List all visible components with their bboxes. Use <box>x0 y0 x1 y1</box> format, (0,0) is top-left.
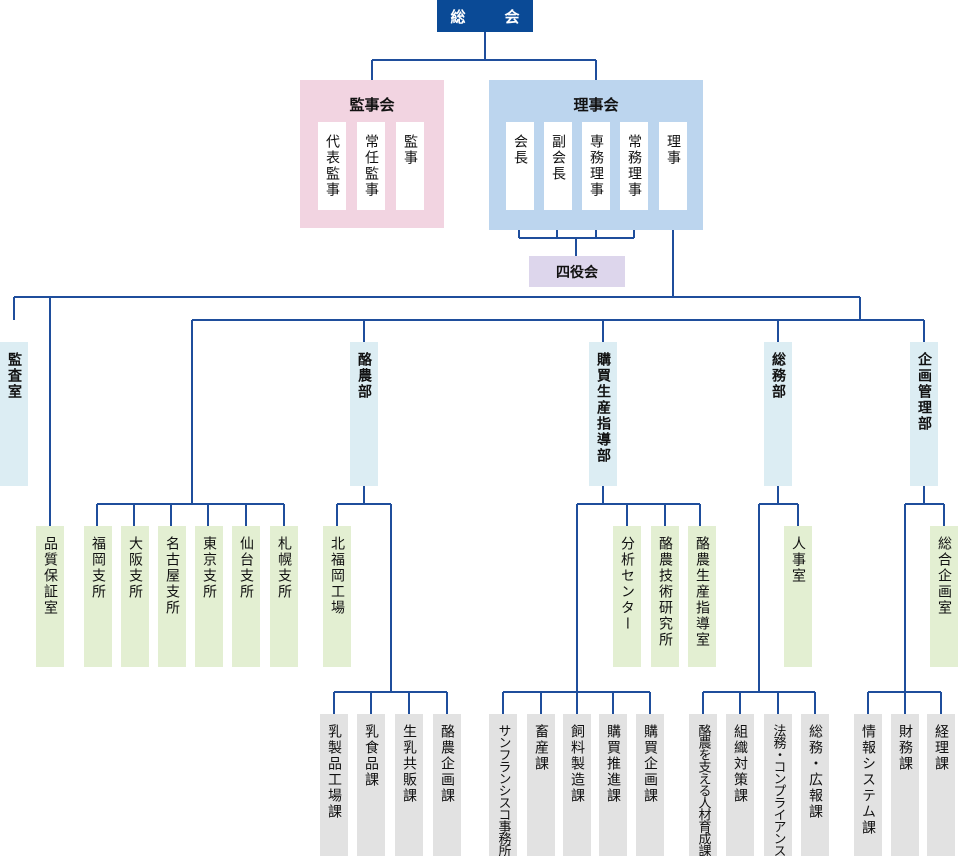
planning-section-label: 経理課 <box>933 724 949 772</box>
general-affairs-section-box: 総務・広報課 <box>801 714 829 856</box>
purchasing-section-label: 購買推進課 <box>605 724 621 804</box>
branch-box: 福岡支所 <box>84 526 112 667</box>
planning-dept-box: 企画管理部 <box>910 342 938 486</box>
purchasing-section-box: 購買推進課 <box>599 714 627 856</box>
audit-member-box: 常任監事 <box>357 122 385 210</box>
board-member-label: 専務理事 <box>588 134 604 198</box>
dairy-dept-label: 酪農部 <box>356 352 372 400</box>
factory-box: 北福岡工場 <box>323 526 351 667</box>
planning-section-box: 財務課 <box>891 714 919 856</box>
dairy-section-label: 乳食品課 <box>363 724 379 788</box>
audit-member-box: 監事 <box>396 122 424 210</box>
factory-label: 北福岡工場 <box>329 536 345 616</box>
purchasing-section-box: サンフランシスコ事務所 <box>489 714 517 856</box>
audit-member-label: 監事 <box>402 134 418 166</box>
board-member-box: 常務理事 <box>620 122 648 210</box>
board-member-box: 副会長 <box>544 122 572 210</box>
purchasing-dept-label: 購買生産指導部 <box>595 352 611 464</box>
general-affairs-section-label: 法務・コンプライアンス部 <box>770 724 786 856</box>
general-affairs-section-box: 法務・コンプライアンス部 <box>764 714 792 856</box>
branch-box: 名古屋支所 <box>158 526 186 667</box>
branch-label: 仙台支所 <box>238 536 254 600</box>
dairy-section-label: 酪農企画課 <box>439 724 455 804</box>
center-label: 酪農技術研究所 <box>657 536 673 648</box>
dairy-section-box: 酪農企画課 <box>433 714 461 856</box>
center-label: 分析センター <box>619 536 635 632</box>
general-affairs-section-label: 総務・広報課 <box>807 724 823 820</box>
center-box: 酪農生産指導室 <box>688 526 716 667</box>
general-affairs-section-box: 組織対策課 <box>726 714 754 856</box>
branch-label: 福岡支所 <box>90 536 106 600</box>
audit-member-box: 代表監事 <box>318 122 346 210</box>
board-member-label: 副会長 <box>550 134 566 182</box>
planning-office-box: 総合企画室 <box>930 526 958 667</box>
purchasing-dept-box: 購買生産指導部 <box>589 342 617 486</box>
purchasing-section-box: 畜産課 <box>527 714 555 856</box>
dairy-dept-box: 酪農部 <box>350 342 378 486</box>
general-affairs-section-label: 酪農を支える人材育成課 <box>695 724 711 856</box>
purchasing-section-label: 飼料製造課 <box>569 724 585 804</box>
audit-board-title: 監事会 <box>349 96 395 114</box>
planning-section-label: 情報システム課 <box>860 724 876 836</box>
branch-box: 札幌支所 <box>270 526 298 667</box>
audit-member-label: 代表監事 <box>324 134 340 198</box>
purchasing-section-box: 飼料製造課 <box>563 714 591 856</box>
branch-label: 東京支所 <box>201 536 217 600</box>
planning-section-label: 財務課 <box>897 724 913 772</box>
branch-box: 東京支所 <box>195 526 223 667</box>
board-member-label: 会長 <box>512 134 528 166</box>
hr-office-box: 人事室 <box>784 526 812 667</box>
planning-section-box: 情報システム課 <box>854 714 882 856</box>
board-member-box: 専務理事 <box>582 122 610 210</box>
hr-office-label: 人事室 <box>790 536 806 584</box>
planning-section-box: 経理課 <box>927 714 955 856</box>
purchasing-section-label: 畜産課 <box>533 724 549 772</box>
branch-label: 名古屋支所 <box>164 536 180 616</box>
board-member-box: 会長 <box>506 122 534 210</box>
purchasing-section-label: サンフランシスコ事務所 <box>495 724 511 856</box>
dairy-section-box: 生乳共販課 <box>395 714 423 856</box>
dairy-section-label: 乳製品工場課 <box>326 724 342 820</box>
audit-office-box: 監査室 <box>0 342 28 486</box>
purchasing-section-box: 購買企画課 <box>636 714 664 856</box>
center-box: 酪農技術研究所 <box>651 526 679 667</box>
center-box: 分析センター <box>613 526 641 667</box>
branch-box: 仙台支所 <box>232 526 260 667</box>
branch-box: 大阪支所 <box>121 526 149 667</box>
planning-dept-label: 企画管理部 <box>916 352 932 432</box>
audit-office-label: 監査室 <box>6 352 22 400</box>
board-member-label: 理事 <box>665 134 681 166</box>
quality-office-label: 品質保証室 <box>42 536 58 616</box>
dairy-section-label: 生乳共販課 <box>401 724 417 804</box>
board-member-box: 理事 <box>659 122 687 210</box>
board-member-label: 常務理事 <box>626 134 642 198</box>
general-affairs-section-box: 酪農を支える人材育成課 <box>689 714 717 856</box>
board-title: 理事会 <box>573 96 619 114</box>
quality-office-box: 品質保証室 <box>36 526 64 667</box>
planning-office-label: 総合企画室 <box>936 536 952 616</box>
dairy-section-box: 乳製品工場課 <box>320 714 348 856</box>
general-meeting-box: 総 会 <box>437 0 533 32</box>
center-label: 酪農生産指導室 <box>694 536 710 648</box>
branch-label: 大阪支所 <box>127 536 143 600</box>
general-affairs-section-label: 組織対策課 <box>732 724 748 804</box>
audit-member-label: 常任監事 <box>363 134 379 198</box>
branch-label: 札幌支所 <box>276 536 292 600</box>
general-affairs-dept-box: 総務部 <box>764 342 792 486</box>
purchasing-section-label: 購買企画課 <box>642 724 658 804</box>
general-affairs-dept-label: 総務部 <box>770 352 786 400</box>
dairy-section-box: 乳食品課 <box>357 714 385 856</box>
four-officers-box: 四役会 <box>529 256 625 287</box>
